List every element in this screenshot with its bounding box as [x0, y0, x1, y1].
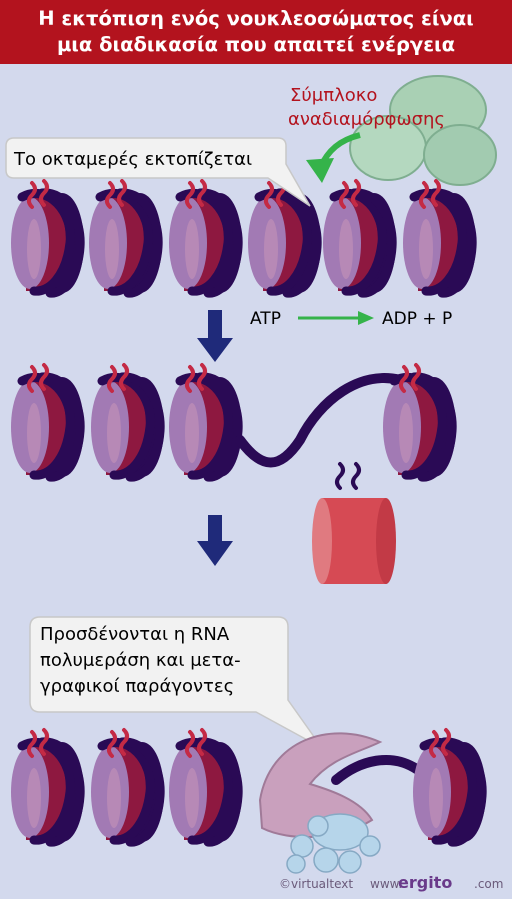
title-line-1: Η εκτόπιση ενός νουκλεοσώματος είναι — [38, 7, 474, 30]
octamer-label: Το οκταμερές εκτοπίζεται — [13, 149, 252, 170]
transcription-factors — [286, 813, 381, 874]
brand-logo: ergito — [398, 873, 452, 892]
step-arrow-2 — [197, 515, 233, 566]
footer-www: www. — [370, 877, 402, 891]
rna-callout — [29, 616, 323, 749]
copyright-text: ©virtualtext — [279, 877, 353, 891]
complex-label-line-2: αναδιαμόρφωσης — [288, 109, 445, 130]
complex-label-line-1: Σύμπλοκο — [290, 85, 377, 106]
atp-arrow-head — [358, 311, 374, 325]
footer-tld: .com — [474, 877, 503, 891]
displaced-octamer — [312, 462, 396, 584]
atp-label: ATP — [250, 309, 281, 329]
remodeling-complex — [349, 75, 497, 186]
nucleosome-row-2 — [11, 365, 456, 477]
rna-label-line-2: πολυμεράση και μετα- — [40, 650, 241, 671]
rna-label-line-1: Προσδένονται η RNA — [40, 624, 230, 645]
nucleosome-row-1 — [11, 181, 476, 293]
nucleosome-row-3 — [11, 730, 242, 842]
adp-label: ADP + P — [382, 309, 452, 329]
nucleosome-row-3-right — [413, 730, 486, 842]
step-arrow-1 — [197, 310, 233, 362]
complex-arrow-head — [306, 158, 334, 183]
title-line-2: μια διαδικασία που απαιτεί ενέργεια — [56, 33, 456, 56]
title-bar: Η εκτόπιση ενός νουκλεοσώματος είναι μια… — [0, 0, 512, 64]
rna-label-line-3: γραφικοί παράγοντες — [40, 676, 234, 697]
octamer-callout — [5, 137, 311, 207]
